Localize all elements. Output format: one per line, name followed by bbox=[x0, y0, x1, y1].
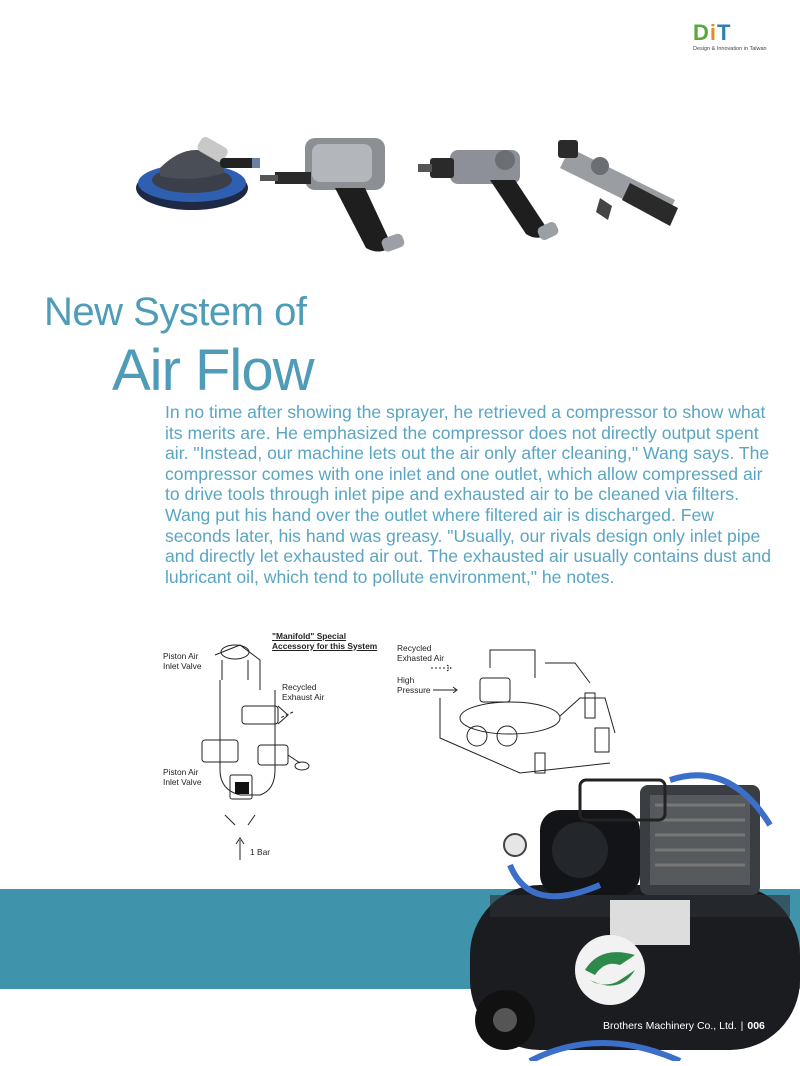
label-recycled-exhausted: Recycled Exhasted Air bbox=[397, 643, 445, 663]
footer-separator: | bbox=[740, 1020, 744, 1032]
heading-line-2: Air Flow bbox=[112, 338, 314, 403]
air-compressor-icon bbox=[470, 765, 800, 1064]
heading-line-1: New System of bbox=[44, 290, 307, 334]
dit-logo-tagline: Design & Innovation in Taiwan bbox=[693, 46, 767, 52]
page-footer: Brothers Machinery Co., Ltd.|006 bbox=[603, 1020, 765, 1032]
brothers-logo-icon bbox=[575, 935, 645, 1005]
label-one-bar: 1 Bar bbox=[250, 847, 271, 857]
manifold-title: "Manifold" Special Accessory for this Sy… bbox=[272, 631, 378, 651]
page-number: 006 bbox=[747, 1020, 765, 1032]
impact-wrench-icon bbox=[260, 138, 405, 252]
footer-company: Brothers Machinery Co., Ltd. bbox=[603, 1020, 737, 1032]
dit-logo: DiT Design & Innovation in Taiwan bbox=[693, 22, 783, 58]
logo-letter-i: i bbox=[709, 20, 718, 45]
air-tools-photo bbox=[130, 128, 690, 263]
label-recycled-exhaust: Recycled Exhaust Air bbox=[282, 682, 325, 702]
angle-drill-icon bbox=[558, 140, 678, 226]
label-high-pressure: High Pressure bbox=[397, 675, 431, 695]
body-paragraph: In no time after showing the sprayer, he… bbox=[165, 402, 772, 587]
logo-letter-d: D bbox=[693, 20, 710, 45]
dit-logo-mark: DiT bbox=[693, 22, 783, 44]
label-piston-inlet-bottom: Piston Air Inlet Valve bbox=[163, 767, 202, 787]
orbital-sander-icon bbox=[136, 136, 260, 210]
label-piston-inlet-top: Piston Air Inlet Valve bbox=[163, 651, 202, 671]
logo-letter-t: T bbox=[717, 20, 732, 45]
manifold-diagram: "Manifold" Special Accessory for this Sy… bbox=[160, 630, 390, 865]
compressor-flow-diagram: Recycled Exhasted Air High Pressure bbox=[395, 638, 645, 783]
air-drill-icon bbox=[418, 150, 559, 240]
